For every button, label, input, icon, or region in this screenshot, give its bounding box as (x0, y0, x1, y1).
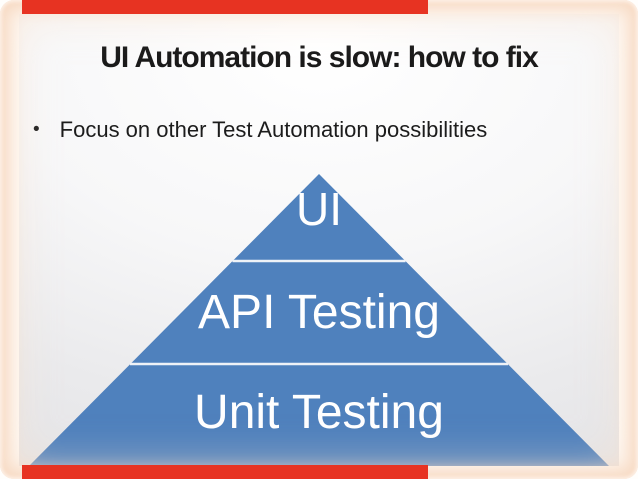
bullet-item: • Focus on other Test Automation possibi… (33, 115, 487, 145)
bullet-marker: • (33, 119, 40, 140)
pyramid-level-3-label: Unit Testing (194, 386, 444, 439)
bottom-red-marker-bar (22, 465, 428, 479)
pyramid-level-2-label: API Testing (198, 286, 440, 339)
bullet-text: Focus on other Test Automation possibili… (59, 117, 488, 142)
top-red-marker-bar (22, 0, 428, 14)
pyramid-shape (29, 174, 609, 466)
pyramid-level-1-label: UI (296, 183, 342, 235)
pyramid-diagram (29, 174, 609, 466)
slide-title: UI Automation is slow: how to fix (100, 41, 539, 74)
slide-body: UI Automation is slow: how to fix • Focu… (19, 14, 619, 466)
